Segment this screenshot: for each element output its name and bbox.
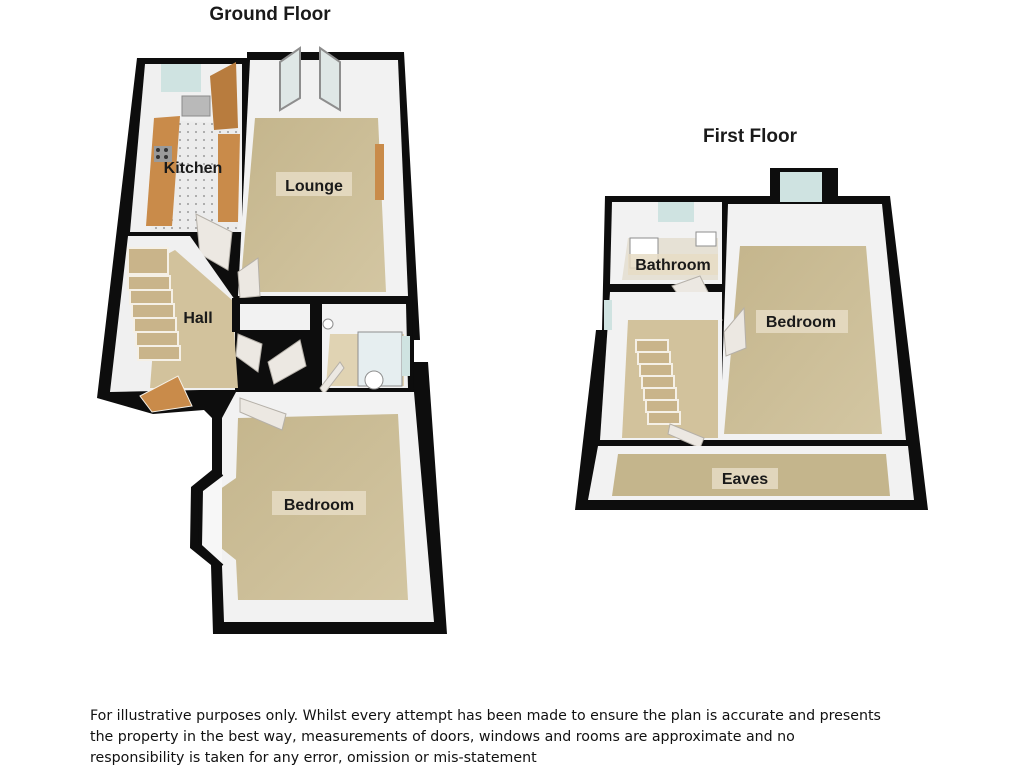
ground-bedroom: Bedroom [197, 392, 434, 622]
lounge-french-door-left [279, 46, 301, 112]
first-bedroom-label: Bedroom [766, 314, 836, 331]
lounge: Lounge [237, 46, 408, 299]
disclaimer-line-2: the property in the best way, measuremen… [90, 729, 795, 745]
front-door [139, 375, 193, 413]
kitchen-sink [181, 95, 211, 117]
eaves: Eaves [588, 446, 914, 500]
disclaimer-line-1: For illustrative purposes only. Whilst e… [90, 708, 881, 724]
lounge-radiator [375, 144, 384, 200]
first-floor: First Floor Bathroom [575, 126, 928, 510]
first-bedroom-window [780, 172, 822, 202]
ground-floor-title: Ground Floor [209, 4, 331, 25]
kitchen-label: Kitchen [164, 160, 223, 177]
wc-icon [364, 370, 384, 390]
kitchen-door [195, 213, 233, 271]
lounge-french-door-right [319, 46, 341, 112]
ground-bedroom-label: Bedroom [284, 497, 354, 514]
bay-window [197, 472, 224, 568]
kitchen-larder-door [210, 62, 238, 130]
ground-bedroom-door [239, 397, 287, 431]
eaves-label-bg [712, 468, 778, 489]
disclaimer-line-3: responsibility is taken for any error, o… [90, 750, 537, 766]
eaves-label: Eaves [722, 471, 768, 488]
hall-label: Hall [183, 310, 212, 327]
lounge-label: Lounge [285, 178, 343, 195]
first-staircase [635, 339, 681, 425]
first-floor-title: First Floor [703, 126, 798, 147]
first-bedroom-door [723, 306, 747, 357]
shower-room-window [402, 336, 410, 376]
hall-door-cloak [267, 339, 307, 385]
ground-bedroom-label-bg [272, 491, 366, 515]
bathroom-window [658, 202, 694, 222]
ground-floor: Ground Floor Kitchen Lou [97, 4, 447, 634]
first-bedroom: Bedroom [720, 172, 906, 440]
bathroom-basin-icon [695, 231, 717, 247]
ground-staircase [127, 247, 181, 361]
kitchen-window [161, 64, 201, 92]
disclaimer: For illustrative purposes only. Whilst e… [90, 706, 930, 769]
kitchen: Kitchen [130, 62, 242, 271]
kitchen-counter-right [218, 134, 240, 222]
lounge-carpet [240, 118, 386, 292]
bathroom-label: Bathroom [635, 257, 711, 274]
kitchen-counter-left [146, 116, 180, 226]
cloak-cupboard [232, 298, 316, 373]
shower-room [316, 298, 414, 395]
lounge-label-bg [276, 172, 352, 196]
basin-icon [322, 318, 334, 330]
bathroom-label-bg [628, 254, 718, 275]
lounge-door [237, 257, 261, 299]
landing-window [604, 300, 612, 330]
landing [600, 292, 722, 449]
first-bedroom-label-bg [756, 310, 848, 333]
hall: Hall [110, 236, 307, 413]
